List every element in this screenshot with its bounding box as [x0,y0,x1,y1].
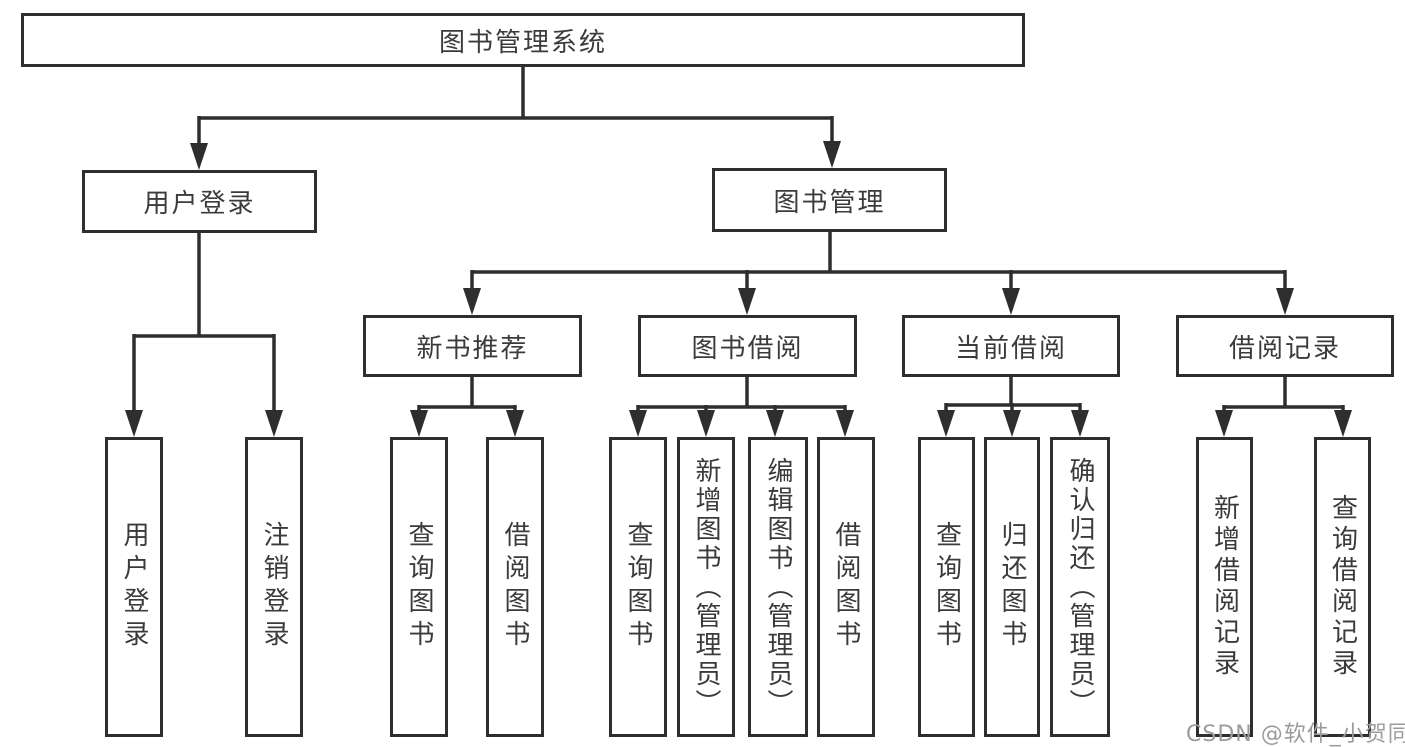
node-user-login: 用户登录 [82,170,317,233]
node-borrowing-records: 借阅记录 [1176,315,1394,377]
leaf-edit-books-admin: 编辑图书（管理员） [748,437,808,737]
leaf-query-books-2: 查询图书 [609,437,667,737]
node-current-borrowing: 当前借阅 [902,315,1120,377]
node-root-library-system: 图书管理系统 [21,13,1025,67]
leaf-query-borrow-record: 查询借阅记录 [1314,437,1371,737]
leaf-add-borrow-record: 新增借阅记录 [1196,437,1253,737]
leaf-logout: 注销登录 [245,437,303,737]
node-book-borrowing: 图书借阅 [638,315,857,377]
csdn-watermark: CSDN @软件_小贺同学 [1186,722,1405,747]
node-book-management: 图书管理 [712,168,947,232]
leaf-borrow-books-1: 借阅图书 [486,437,544,737]
leaf-confirm-return-admin: 确认归还（管理员） [1050,437,1110,737]
leaf-user-login: 用户登录 [105,437,163,737]
leaf-return-books: 归还图书 [984,437,1040,737]
node-new-book-recommend: 新书推荐 [363,315,582,377]
leaf-query-books-3: 查询图书 [918,437,975,737]
leaf-borrow-books-2: 借阅图书 [817,437,875,737]
leaf-add-books-admin: 新增图书（管理员） [677,437,735,737]
leaf-query-books-1: 查询图书 [390,437,448,737]
